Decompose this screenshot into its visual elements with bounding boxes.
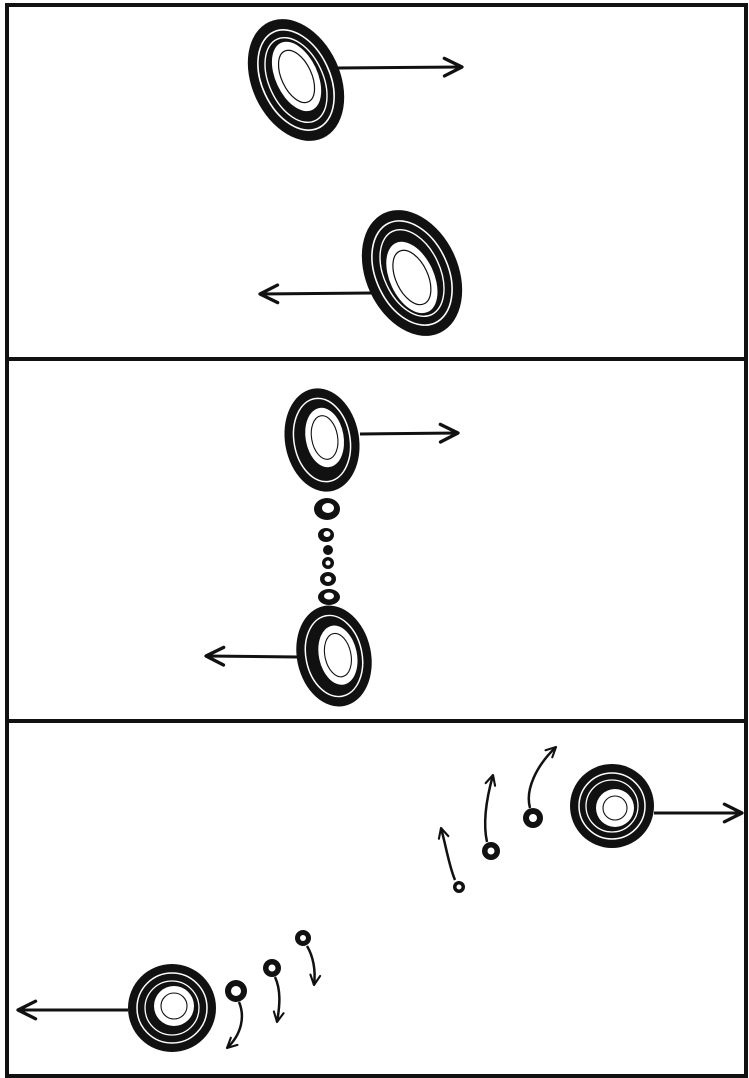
satellite-droplets [225, 745, 558, 1050]
panel-stretching [204, 388, 460, 707]
small-droplet-icon [323, 545, 333, 555]
panel-separation [16, 745, 744, 1052]
round-drop-icon [570, 764, 654, 848]
arrow-left-icon [204, 645, 299, 667]
satellite-chain [314, 498, 340, 605]
small-droplet-icon [295, 930, 322, 987]
oval-drop-icon [296, 605, 372, 707]
small-droplet-icon [523, 745, 558, 828]
arrow-right-icon [359, 422, 460, 444]
small-droplet-icon [314, 498, 340, 520]
oval-drop-icon [284, 388, 360, 492]
panel-approach [247, 19, 464, 336]
small-droplet-icon [263, 959, 285, 1024]
small-droplet-icon [318, 589, 340, 605]
small-droplet-icon [482, 773, 500, 860]
small-droplet-icon [318, 528, 334, 542]
small-droplet-icon [322, 557, 334, 569]
outer-border [5, 3, 748, 1078]
oval-drop-icon [361, 210, 463, 336]
arrow-right-icon [337, 56, 464, 78]
oval-drop-icon [247, 19, 345, 141]
small-droplet-icon [437, 826, 465, 893]
arrow-left-icon [258, 283, 373, 305]
small-droplet-icon [225, 980, 247, 1050]
round-drop-icon [128, 964, 216, 1052]
small-droplet-icon [320, 572, 336, 586]
